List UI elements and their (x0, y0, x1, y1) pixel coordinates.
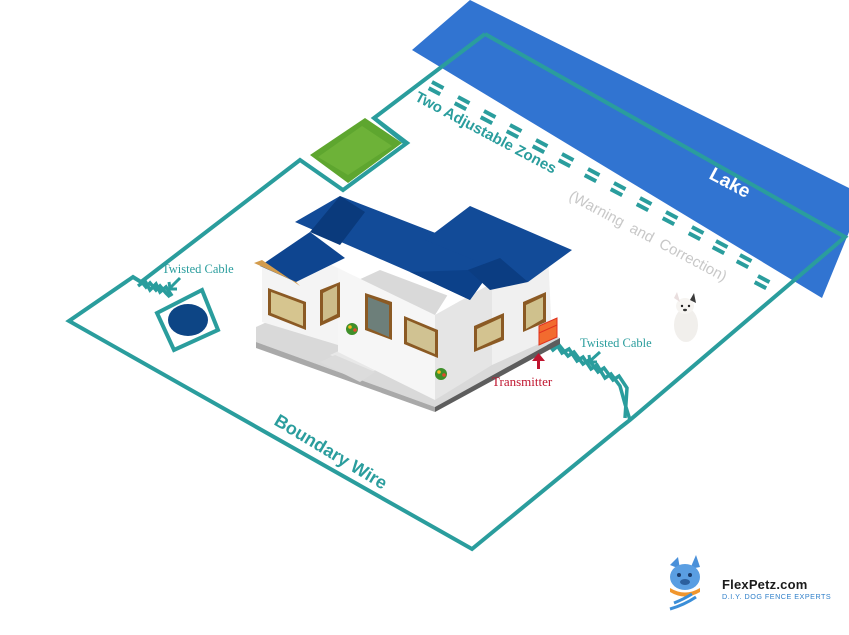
arrow-icon (587, 350, 602, 364)
arrow-icon (167, 276, 182, 291)
logo-tagline: D.I.Y. DOG FENCE EXPERTS (722, 592, 832, 601)
arrow-up-icon (532, 353, 545, 369)
twisted-cable-left (136, 278, 174, 299)
warning-zone-dashes (427, 80, 771, 291)
twisted-cable-right-label: Twisted Cable (580, 336, 652, 350)
lake (412, 0, 849, 298)
logo-name: FlexPetz.com (722, 577, 808, 592)
dog (674, 292, 698, 342)
twisted-cable-right (543, 338, 632, 421)
house (254, 196, 572, 412)
twisted-cable-left-label: Twisted Cable (162, 262, 234, 276)
pool (154, 287, 221, 353)
transmitter-label: Transmitter (492, 374, 553, 389)
boundary-wire-label: Boundary Wire (271, 410, 391, 493)
flexpetz-logo: FlexPetz.com D.I.Y. DOG FENCE EXPERTS (660, 555, 849, 615)
transmitter (538, 317, 558, 346)
dog-logo-icon (669, 555, 700, 611)
